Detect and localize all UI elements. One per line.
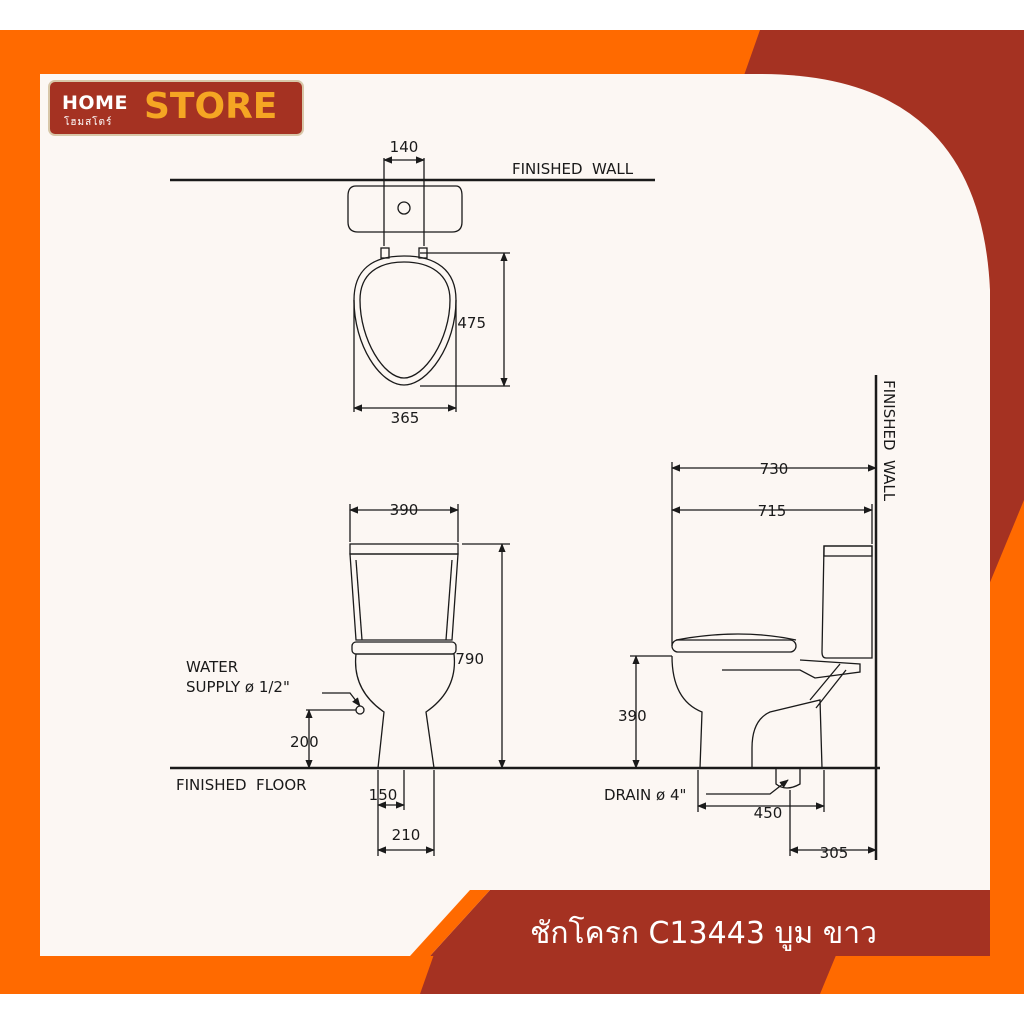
dim-label-790: 790 [455,650,484,668]
dim-label-150: 150 [369,786,398,804]
dim-label-200: 200 [290,733,319,751]
label-water-supply-1: WATER [186,658,238,676]
label-finished-floor: FINISHED FLOOR [176,776,307,794]
dim-label-210: 210 [392,826,421,844]
dim-label-305: 305 [820,844,849,862]
flush-button [397,201,411,215]
label-finished-wall-top: FINISHED WALL [512,160,634,178]
drain-leader [706,779,789,795]
dim-label-715: 715 [758,502,787,520]
drain-pipe [775,768,801,789]
label-finished-wall-side: FINISHED WALL [880,380,898,502]
side-tank [821,545,873,659]
top-view-tank [347,185,463,233]
dim-label-140: 140 [390,138,419,156]
dim-label-365: 365 [391,409,420,427]
product-title: ชักโครก C13443 บูม ขาว [530,916,877,951]
dim-label-390-width: 390 [390,501,419,519]
water-supply-leader [322,692,361,707]
label-water-supply-2: SUPPLY ø 1/2" [186,678,290,696]
front-tank [349,553,459,641]
top-view-seat-inner [359,261,451,379]
dim-label-730: 730 [760,460,789,478]
title-banner-accent [410,890,490,956]
title-banner-bg [430,890,990,956]
logo-sub-text: โฮมสโตร์ [64,117,113,128]
dim-label-390-height: 390 [618,707,647,725]
logo-home-text: HOME [62,92,128,114]
side-seat-lid [675,633,797,641]
front-bowl [354,653,456,769]
paper-panel [40,74,990,956]
top-view-seat [353,255,457,386]
logo-store-text: STORE [144,86,278,127]
home-store-logo: HOME โฮมสโตร์ STORE [48,80,304,136]
label-drain: DRAIN ø 4" [604,786,686,804]
dim-label-475: 475 [457,314,486,332]
side-bowl [671,655,823,769]
dim-label-450: 450 [754,804,783,822]
